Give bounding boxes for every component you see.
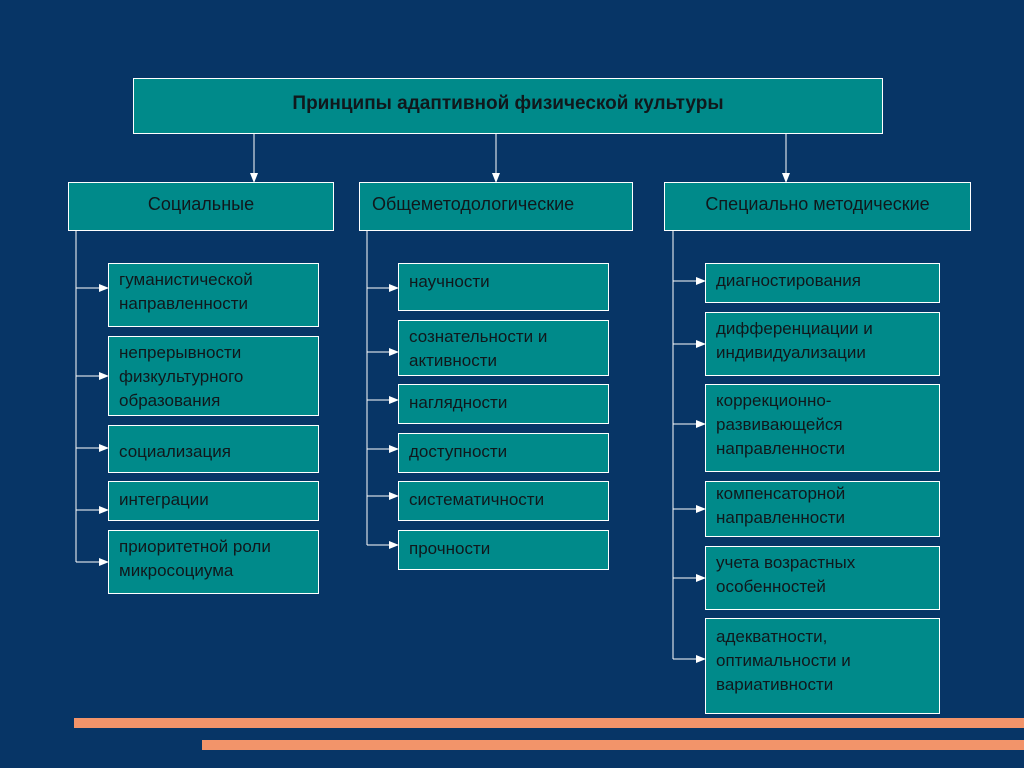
principle-age-features: учета возрастных особенностей xyxy=(705,546,940,610)
diagram-title: Принципы адаптивной физической культуры xyxy=(133,78,883,134)
principle-diagnosis: диагностирования xyxy=(705,263,940,303)
principle-integration: интеграции xyxy=(108,481,319,521)
category-social: Социальные xyxy=(68,182,334,231)
principle-accessibility: доступности xyxy=(398,433,609,473)
principle-microsociety: приоритетной роли микросоциума xyxy=(108,530,319,594)
principle-correctional: коррекционно-развивающейся направленност… xyxy=(705,384,940,472)
decorative-stripe-top xyxy=(74,718,1024,728)
principle-visual: наглядности xyxy=(398,384,609,424)
category-general-methodological: Общеметодологические xyxy=(359,182,633,231)
principle-systematic: систематичности xyxy=(398,481,609,521)
category-special-methodical: Специально методические xyxy=(664,182,971,231)
principle-humanistic: гуманистической направленности xyxy=(108,263,319,327)
principle-differentiation: дифференциации и индивидуализации xyxy=(705,312,940,376)
principle-continuity: непрерывности физкультурного образования xyxy=(108,336,319,416)
principle-socialization: социализация xyxy=(108,425,319,473)
decorative-stripe-bottom xyxy=(202,740,1024,750)
principle-adequacy: адекватности, оптимальности и вариативно… xyxy=(705,618,940,714)
principle-durability: прочности xyxy=(398,530,609,570)
principle-consciousness-activity: сознательности и активности xyxy=(398,320,609,376)
principle-scientific: научности xyxy=(398,263,609,311)
principle-compensatory: компенсаторной направленности xyxy=(705,481,940,537)
